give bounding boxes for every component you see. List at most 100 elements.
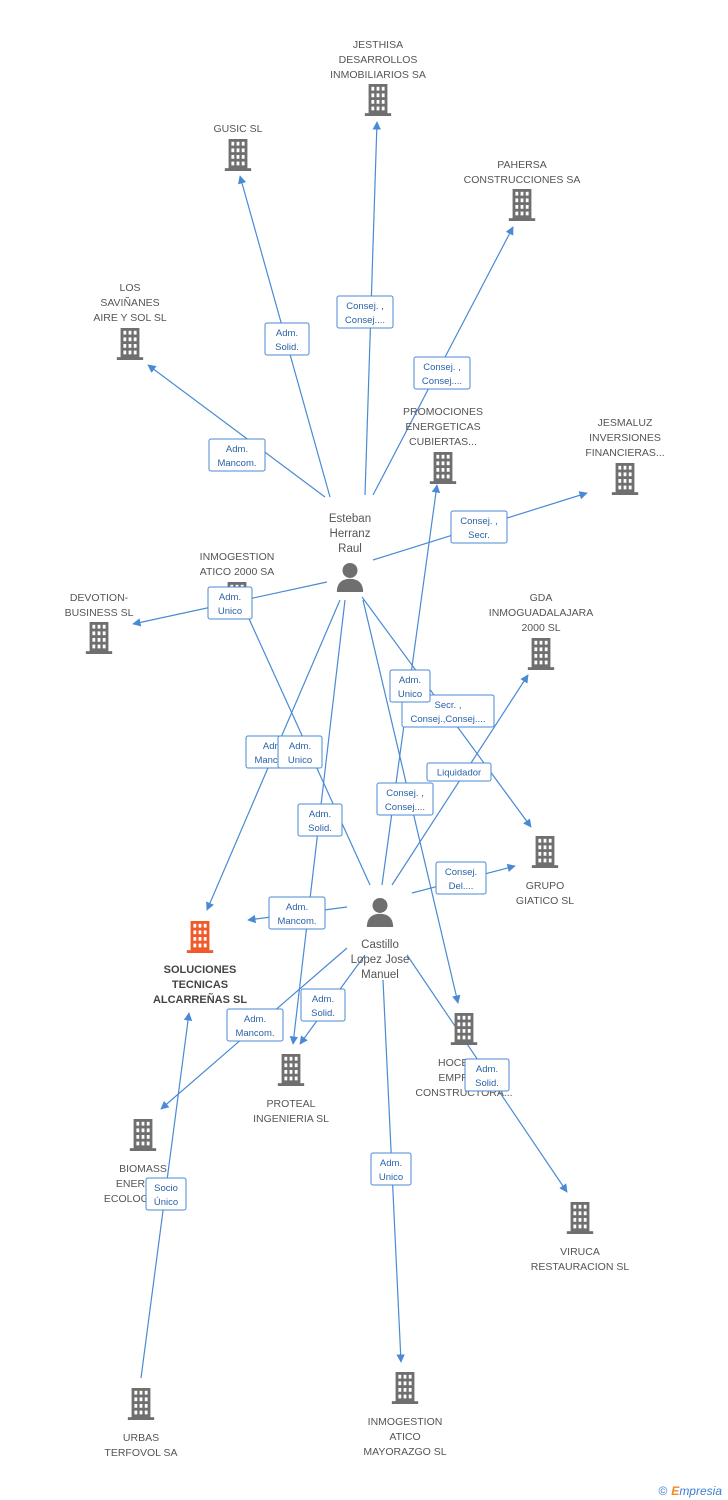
relation-label-text: Adm. — [226, 444, 248, 455]
relation-label-box — [336, 295, 394, 329]
relation-label-box — [300, 988, 346, 1022]
company-node-pahersa[interactable]: PAHERSA CONSTRUCCIONES SA — [464, 159, 581, 221]
relation-label-esteban-jesthisa[interactable]: Consej. ,Consej.... — [336, 295, 394, 329]
relation-label-text: Solid. — [275, 342, 299, 353]
relation-label-esteban-proteal[interactable]: Adm.Solid. — [297, 803, 343, 837]
relation-label-text: Adm. — [476, 1064, 498, 1075]
relation-labels-layer: Consej. , Consej.... Adm. Solid. Consej. , Co… — [145, 295, 510, 1211]
company-name-line: GUSIC SL — [213, 123, 262, 135]
relation-label-box — [426, 762, 492, 782]
relation-label-text: Unico — [288, 755, 312, 766]
building-icon — [277, 1054, 305, 1086]
building-icon — [364, 84, 392, 116]
company-name-line: GIATICO SL — [516, 895, 574, 907]
relation-label-text: Consej. , — [346, 301, 384, 312]
relation-label-text: Adm. — [312, 994, 334, 1005]
relation-label-esteban-jesmaluz[interactable]: Consej. ,Secr. — [450, 510, 508, 544]
relation-label-castillo-viruca[interactable]: Adm. Solid. — [464, 1058, 510, 1092]
company-name-line: ATICO 2000 SA — [200, 566, 275, 578]
relation-label-text: Consej.,Consej.... — [411, 714, 486, 725]
company-name-line: FINANCIERAS... — [585, 447, 664, 459]
relation-label-text: Secr. — [468, 530, 490, 541]
relation-label-text: Solid. — [308, 823, 332, 834]
relation-label-box — [264, 322, 310, 356]
relation-label-castillo-soluciones[interactable]: Adm. Mancom. — [268, 896, 326, 930]
relation-label-text: Mancom. — [235, 1028, 274, 1039]
person-icon — [336, 562, 364, 592]
person-name-line: Herranz — [330, 528, 371, 540]
relation-label-castillo-gda[interactable]: Liquidador — [426, 762, 492, 782]
relation-label-text: Adm. — [263, 741, 285, 752]
relation-label-text: Liquidador — [437, 768, 481, 779]
company-name-line: CUBIERTAS... — [409, 436, 477, 448]
relation-label-text: Socio — [154, 1183, 178, 1194]
person-name-line: Manuel — [361, 969, 399, 981]
company-name-line: ATICO — [389, 1431, 420, 1443]
relation-label-text: Consej.... — [385, 802, 425, 813]
company-node-gusic[interactable]: GUSIC SL — [213, 123, 263, 171]
person-name-line: Raul — [338, 543, 362, 555]
relation-label-castillo-inmogestion2000[interactable]: Adm.Unico — [277, 735, 323, 769]
relation-label-castillo-inmogestionmay[interactable]: Adm.Unico — [370, 1152, 412, 1186]
edge-esteban-saviñanes — [147, 364, 326, 498]
company-name-line: PROTEAL — [266, 1098, 315, 1110]
company-name-line: CONSTRUCCIONES SA — [464, 174, 581, 186]
company-name-line: PAHERSA — [497, 159, 546, 171]
company-name-line: ALCARREÑAS SL — [153, 993, 247, 1006]
relation-label-text: Consej.... — [422, 376, 462, 387]
company-node-urbas[interactable]: URBAS TERFOVOL SA — [104, 1388, 178, 1459]
company-name-line: JESTHISA — [353, 39, 403, 51]
relation-label-castillo-promociones[interactable]: Consej. , Consej.... — [376, 782, 434, 816]
relation-label-box — [413, 356, 471, 390]
relation-label-text: Solid. — [475, 1078, 499, 1089]
company-name-line: TECNICAS — [172, 979, 228, 991]
company-name-line: INGENIERIA SL — [253, 1113, 329, 1125]
relation-label-box — [145, 1177, 187, 1211]
company-node-devotion[interactable]: DEVOTION-BUSINESS SL — [65, 592, 134, 654]
relation-label-text: Adm. — [219, 592, 241, 603]
company-name-line: INMOBILIARIOS SA — [330, 69, 426, 81]
relation-label-esteban-grupo[interactable]: Secr. ,Consej.,Consej.... — [401, 694, 495, 728]
company-node-jesmaluz[interactable]: JESMALUZ INVERSIONES FINANCIERAS... — [585, 417, 665, 495]
relation-label-text: Adm. — [286, 902, 308, 913]
company-name-line: URBAS — [123, 1432, 159, 1444]
relation-label-text: Adm. — [399, 675, 421, 686]
relation-label-esteban-saviñanes[interactable]: Adm.Mancom. — [208, 438, 266, 472]
person-name-line: Lopez Jose — [351, 954, 410, 966]
relation-label-text: Mancom. — [277, 916, 316, 927]
relation-label-esteban-gusic[interactable]: Adm.Solid. — [264, 322, 310, 356]
company-name-line: JESMALUZ — [598, 417, 653, 429]
company-name-line: INVERSIONES — [589, 432, 661, 444]
relation-label-text: Único — [154, 1197, 178, 1208]
relation-label-castillo-grupo[interactable]: Consej.Del.... — [435, 861, 487, 895]
relation-label-text: Unico — [218, 606, 242, 617]
relation-label-esteban-pahersa[interactable]: Consej. , Consej.... — [413, 356, 471, 390]
relation-label-esteban-hocensa[interactable]: Adm.Unico — [389, 669, 431, 703]
person-name-line: Esteban — [329, 513, 371, 525]
relation-label-text: Consej. , — [423, 362, 461, 373]
relation-label-castillo-proteal[interactable]: Adm.Solid. — [300, 988, 346, 1022]
company-name-line: INMOGESTION — [368, 1416, 443, 1428]
relation-label-esteban-devotion[interactable]: Adm. Unico — [207, 586, 253, 620]
company-node-promociones[interactable]: PROMOCIONESENERGETICASCUBIERTAS... — [403, 406, 483, 484]
company-node-proteal[interactable]: PROTEAL INGENIERIA SL — [253, 1054, 329, 1125]
relation-label-text: Consej. , — [386, 788, 424, 799]
company-name-line: INMOGUADALAJARA — [489, 607, 593, 619]
building-icon — [116, 328, 144, 360]
company-name-line: PROMOCIONES — [403, 406, 483, 418]
brand-name[interactable]: mpresia — [679, 1484, 722, 1498]
relation-label-castillo-biomass[interactable]: Adm.Mancom. — [226, 1008, 284, 1042]
building-icon — [531, 836, 559, 868]
company-name-line: TERFOVOL SA — [104, 1447, 177, 1459]
